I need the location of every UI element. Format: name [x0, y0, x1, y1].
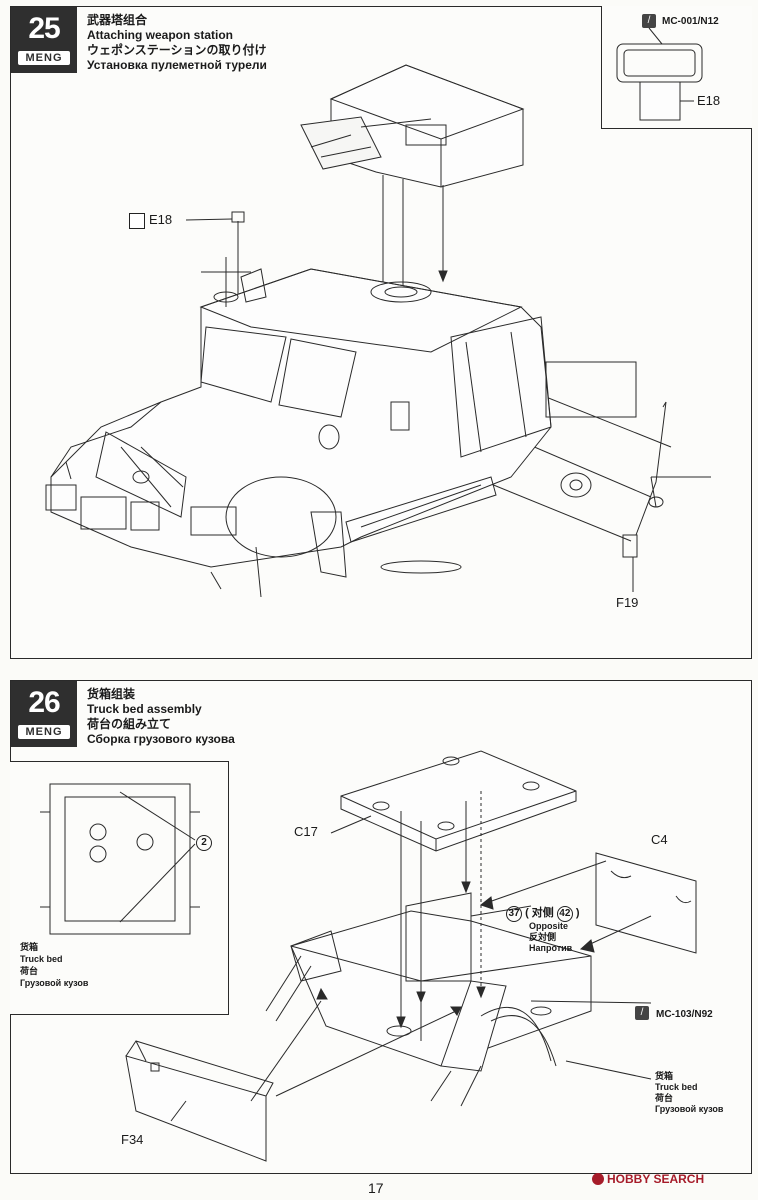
part-c17 — [341, 751, 576, 851]
assembly-arrows — [251, 791, 651, 1101]
bed-caption-ja: 荷台 — [655, 1093, 674, 1103]
inset-caption-zh: 货箱 — [20, 942, 39, 952]
title-zh: 武器塔组合 — [87, 13, 148, 27]
cut-part-icon — [129, 213, 145, 229]
part-e18-small — [186, 212, 244, 222]
callout-42: 42 — [556, 906, 573, 922]
title-ja: ウェポンステーションの取り付け — [87, 43, 267, 57]
opposite-en: Opposite — [529, 921, 569, 931]
title-ru: Установка пулеметной турели — [87, 58, 267, 72]
inset-caption-en: Truck bed — [20, 954, 63, 964]
title-zh: 货箱组装 — [87, 687, 136, 701]
bed-caption-en: Truck bed — [655, 1082, 698, 1092]
opposite-zh: 对侧 — [531, 907, 554, 919]
part-f34 — [126, 1041, 273, 1161]
weapon-station-part — [301, 65, 523, 187]
step-26-badge: 26 MENG — [11, 681, 77, 747]
antenna-part — [201, 257, 251, 307]
watermark-logo-icon — [592, 1173, 604, 1185]
opposite-ja: 反対側 — [529, 932, 557, 942]
part-f19 — [623, 402, 711, 592]
bed-caption-ru: Грузовой кузов — [655, 1104, 724, 1114]
bed-caption-zh: 货箱 — [655, 1071, 674, 1081]
step-number: 25 — [28, 12, 60, 45]
brand-logo: MENG — [18, 725, 70, 739]
brand-logo: MENG — [18, 51, 70, 65]
step-number: 26 — [28, 686, 60, 719]
title-en: Attaching weapon station — [87, 28, 234, 42]
part-label-c4: C4 — [651, 832, 668, 847]
inset-caption-ja: 荷台 — [20, 966, 39, 976]
watermark: HOBBY SEARCH — [592, 1172, 704, 1186]
step-25-badge: 25 MENG — [11, 7, 77, 73]
step-26-titles: 货箱组装 Truck bed assembly 荷台の組み立て Сборка г… — [87, 687, 235, 747]
paintbrush-icon: / — [635, 1006, 649, 1020]
truck-cab — [46, 269, 636, 597]
paint-code: MC-103/N92 — [656, 1009, 713, 1020]
paint-inset: / MC-001/N12 E18 — [601, 6, 752, 129]
title-ja: 荷台の組み立て — [87, 717, 172, 731]
callout-number: 2 — [196, 835, 212, 851]
page-number: 17 — [368, 1180, 384, 1196]
part-label-e18: E18 — [149, 212, 173, 227]
truck-bed-topview — [10, 762, 228, 1014]
part-label-f19: F19 — [616, 595, 639, 610]
step-25-titles: 武器塔组合 Attaching weapon station ウェポンステーショ… — [87, 13, 267, 73]
watermark-text: HOBBY SEARCH — [607, 1172, 705, 1186]
truck-bed-inset: 2 货箱 Truck bed 荷台 Грузовой кузов — [10, 761, 229, 1015]
inset-caption-ru: Грузовой кузов — [20, 978, 89, 988]
title-en: Truck bed assembly — [87, 702, 202, 716]
truck-bed-illustration — [11, 681, 751, 1173]
step-25-panel: 25 MENG 武器塔组合 Attaching weapon station ウ… — [10, 6, 752, 659]
paintbrush-icon: / — [642, 14, 656, 28]
paint-code: MC-001/N12 — [662, 16, 719, 27]
part-label-c17: C17 — [294, 824, 318, 839]
title-ru: Сборка грузового кузова — [87, 732, 235, 746]
opposite-note: 37 ( 对侧 42 ) — [506, 904, 580, 922]
inset-part-drawing — [602, 6, 752, 128]
step-26-panel: 26 MENG 货箱组装 Truck bed assembly 荷台の組み立て … — [10, 680, 752, 1174]
callout-37: 37 — [506, 906, 522, 922]
opposite-ru: Напротив — [529, 943, 573, 953]
vehicle-illustration — [11, 7, 751, 658]
truck-bed-frame — [266, 893, 591, 1106]
part-label-f34: F34 — [121, 1132, 144, 1147]
part-c4 — [596, 853, 696, 953]
inset-part-label: E18 — [697, 93, 721, 108]
